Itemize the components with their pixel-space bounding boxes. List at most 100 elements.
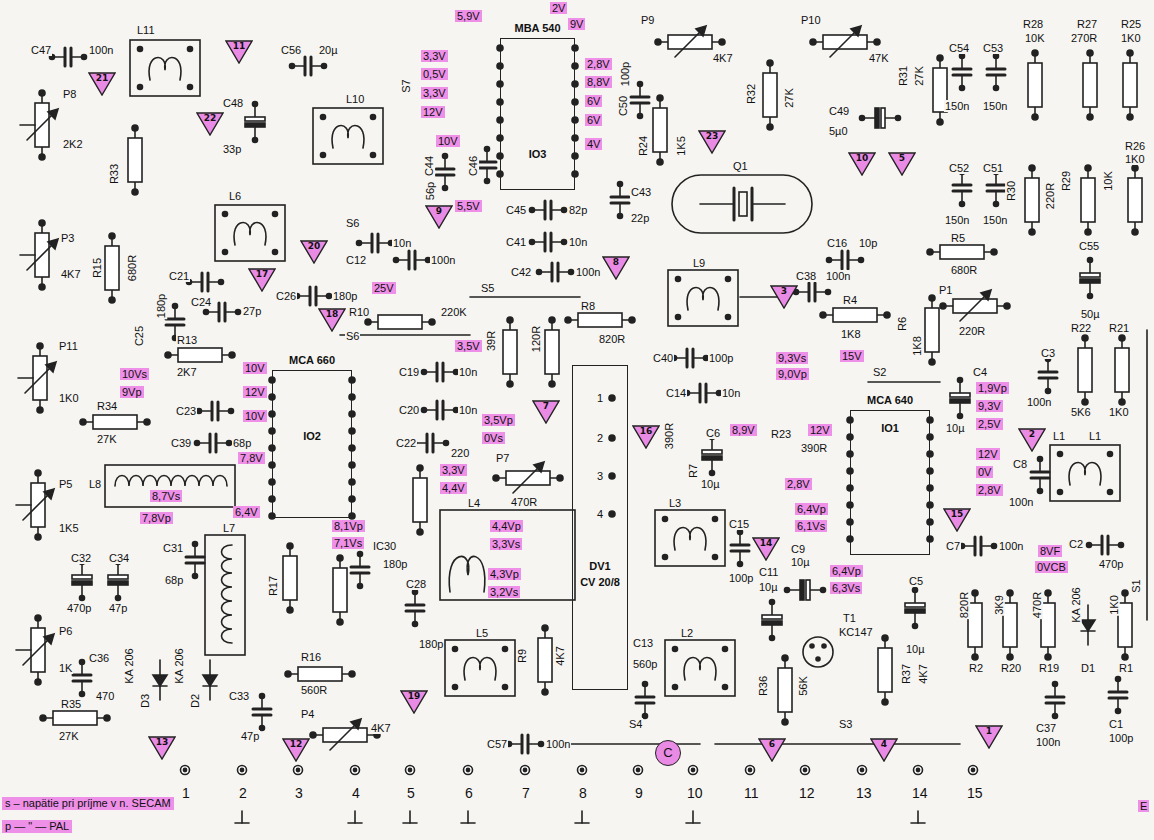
callout-marker: 22	[196, 112, 224, 136]
voltage-label: E	[1138, 800, 1149, 812]
capacitor-symbol	[794, 283, 831, 301]
ic-outline	[272, 370, 352, 518]
ic-body: IO1	[850, 422, 930, 438]
component-label: 2K7	[176, 366, 198, 378]
resistor-symbol	[40, 50, 1142, 725]
component-label: C45	[505, 204, 527, 216]
component-label: 1K0	[1108, 594, 1120, 616]
component-label: 4K7	[554, 645, 566, 667]
callout-number: 9	[425, 205, 453, 216]
component-label: 470	[95, 690, 115, 702]
voltage-label: 0Vs	[482, 432, 505, 444]
component-label: 1K0	[1108, 406, 1130, 418]
component-label: 270R	[1070, 32, 1098, 44]
capacitor-symbol	[611, 182, 629, 219]
voltage-label: 8,9V	[730, 424, 757, 436]
component-label: 4K7	[712, 52, 734, 64]
component-label: C1	[1108, 718, 1124, 730]
voltage-label: 7,8Vp	[140, 512, 173, 524]
voltage-label: 6V	[585, 114, 602, 126]
component-label: C26	[275, 290, 297, 302]
component-label: 3	[596, 470, 604, 482]
ic-pin	[572, 45, 578, 51]
component-label: R19	[1038, 662, 1060, 674]
component-label: D2	[189, 693, 201, 709]
component-label: R10	[348, 306, 370, 318]
terminal-pin	[294, 766, 303, 775]
component-label: R29	[1060, 170, 1072, 192]
component-label: 33p	[222, 143, 242, 155]
capacitor-symbol	[1039, 357, 1057, 394]
component-label: C28	[405, 578, 427, 590]
resistor-symbol	[1083, 50, 1097, 120]
crystal-symbol	[672, 175, 812, 233]
capacitor-symbol	[953, 54, 971, 91]
component-label: R26	[1124, 140, 1146, 152]
ic-outline	[500, 38, 575, 190]
triangle-marker	[426, 206, 452, 228]
triangle-marker	[1019, 429, 1045, 451]
voltage-label: 6,4Vp	[795, 503, 828, 515]
component-label: KA 206	[173, 647, 185, 684]
voltage-label: 0VCB	[1035, 561, 1068, 573]
part-name: DV1	[587, 560, 612, 573]
component-label: L8	[88, 478, 102, 490]
coil-symbol	[115, 476, 227, 487]
capacitor-symbol	[905, 588, 925, 629]
voltage-label: 9,3Vs	[776, 352, 808, 364]
component-label: 180p	[418, 638, 444, 650]
potentiometer-symbol	[16, 470, 54, 540]
component-label: 27p	[242, 305, 262, 317]
component-label: C40	[652, 352, 674, 364]
voltage-label: 6,4V	[233, 506, 260, 518]
component-label: 1K8	[911, 335, 923, 357]
triangle-marker	[699, 131, 725, 153]
voltage-label: 6,4Vp	[830, 565, 863, 577]
ic-pin	[349, 394, 355, 400]
component-label: R34	[96, 400, 118, 412]
callout-marker: 20	[300, 240, 328, 264]
component-label: 100n	[1008, 496, 1034, 508]
crystal-symbol	[700, 203, 734, 205]
component-label: 39R	[485, 330, 497, 352]
capacitor-symbol	[1031, 457, 1049, 494]
resistor-symbol	[878, 635, 892, 705]
voltage-label: 2,8V	[785, 478, 812, 490]
component-label: 10p	[858, 237, 878, 249]
coil-symbol	[440, 510, 575, 600]
component-label: 10µ	[945, 422, 966, 434]
callout-number: 10	[848, 152, 876, 163]
component-label: C53	[982, 42, 1004, 54]
diode-symbol	[203, 660, 217, 700]
callout-number: 11	[225, 40, 253, 51]
component-label: P4	[300, 708, 315, 720]
component-label: C22	[395, 437, 417, 449]
resistor-symbol	[80, 415, 150, 429]
bus-wire	[470, 296, 580, 298]
potentiometer-symbol	[20, 220, 58, 290]
component-label: 22p	[630, 212, 650, 224]
capacitor-symbol	[422, 401, 459, 419]
component-label: C19	[398, 366, 420, 378]
component-label: 10K	[1024, 32, 1046, 44]
component-label: P7	[495, 452, 510, 464]
callout-number: 17	[248, 268, 276, 279]
resistor-symbol	[565, 313, 635, 327]
resistor-symbol	[1081, 165, 1095, 235]
triangle-marker	[759, 739, 785, 761]
component-label: 10µ	[700, 478, 721, 490]
voltage-label: 12V	[243, 386, 267, 398]
component-label: C38	[795, 270, 817, 282]
callout-marker: 11	[225, 40, 253, 64]
callout-number: 13	[148, 736, 176, 747]
voltage-label: 25V	[372, 282, 396, 294]
component-label: C4	[972, 366, 988, 378]
resistor-symbol	[1118, 590, 1132, 660]
terminal-number: 5	[406, 786, 416, 801]
capacitor-symbol	[1109, 677, 1127, 714]
component-label: 150n	[944, 214, 970, 226]
ic-pin	[609, 473, 615, 479]
callout-marker: 15	[943, 508, 971, 532]
callout-marker: 19	[400, 690, 428, 714]
component-label: 220	[450, 447, 470, 459]
